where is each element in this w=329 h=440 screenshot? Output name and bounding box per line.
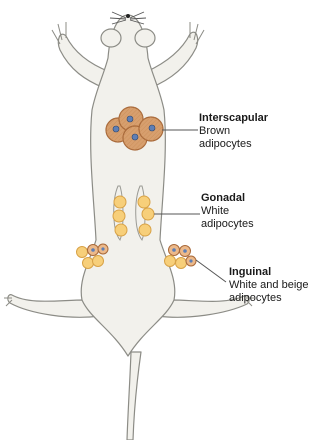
white-adipocyte <box>77 247 88 258</box>
nucleus-icon <box>183 249 187 253</box>
leader-line-inguinal <box>196 260 226 282</box>
label-title: Gonadal <box>201 192 254 205</box>
label-interscapular: Interscapular Brown adipocytes <box>199 112 268 151</box>
white-adipocyte <box>114 196 126 208</box>
white-adipocyte <box>93 256 104 267</box>
nucleus-icon <box>189 259 192 262</box>
white-adipocyte <box>115 224 127 236</box>
white-adipocyte <box>165 256 176 267</box>
label-title: Inguinal <box>229 266 309 279</box>
label-line: adipocytes <box>229 292 309 305</box>
white-adipocyte <box>138 196 150 208</box>
label-line: White <box>201 205 254 218</box>
white-adipocyte <box>113 210 125 222</box>
label-line: White and beige <box>229 279 309 292</box>
white-adipocyte <box>139 224 151 236</box>
nucleus-icon <box>101 247 104 250</box>
white-adipocyte <box>83 258 94 269</box>
label-title: Interscapular <box>199 112 268 125</box>
label-gonadal: Gonadal White adipocytes <box>201 192 254 231</box>
nose-icon <box>126 14 130 18</box>
white-adipocyte <box>142 208 154 220</box>
label-inguinal: Inguinal White and beige adipocytes <box>229 266 309 305</box>
label-line: adipocytes <box>199 138 268 151</box>
label-line: adipocytes <box>201 218 254 231</box>
white-adipocyte <box>176 258 187 269</box>
label-line: Brown <box>199 125 268 138</box>
inguinal-cluster-right <box>165 245 197 269</box>
brown-adipocyte <box>139 117 163 141</box>
nucleus-icon <box>91 248 95 252</box>
nucleus-icon <box>172 248 176 252</box>
